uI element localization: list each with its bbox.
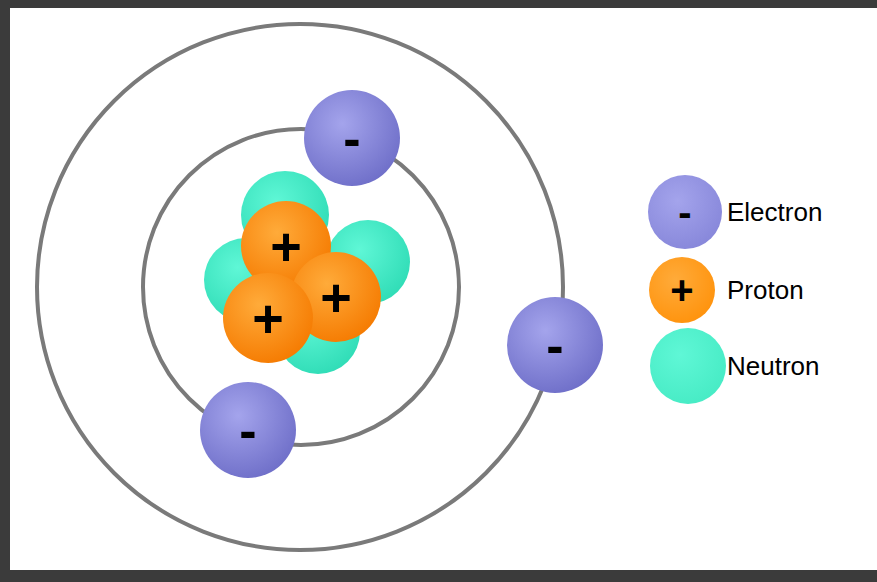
white-panel: [10, 8, 877, 570]
outer-orbit: [37, 24, 563, 550]
charge-sign: +: [270, 219, 302, 273]
legend-swatch: [650, 328, 726, 404]
proton-circle: [223, 273, 313, 363]
charge-sign: +: [320, 270, 352, 324]
proton-node: +: [223, 273, 313, 363]
charge-sign: -: [343, 112, 360, 164]
electron-circle: [507, 297, 603, 393]
electron-node: -: [304, 90, 400, 186]
legend-symbol: +: [649, 257, 715, 323]
electron-circle: [304, 90, 400, 186]
legend-symbol: -: [648, 175, 722, 249]
legend-text: Neutron: [727, 353, 820, 379]
electron-node: -: [507, 297, 603, 393]
electron-node: -: [200, 382, 296, 478]
charge-sign: -: [546, 319, 563, 371]
charge-sign: -: [239, 404, 256, 456]
charge-sign: +: [252, 291, 284, 345]
legend-text: Proton: [727, 277, 804, 303]
electron-text-holder: -: [507, 297, 603, 393]
electron-text-holder: -: [200, 382, 296, 478]
inner-orbit: [143, 129, 459, 445]
electron-text-holder: -: [304, 90, 400, 186]
legend-text: Electron: [727, 199, 822, 225]
proton-text-holder: +: [223, 273, 313, 363]
electron-circle: [200, 382, 296, 478]
